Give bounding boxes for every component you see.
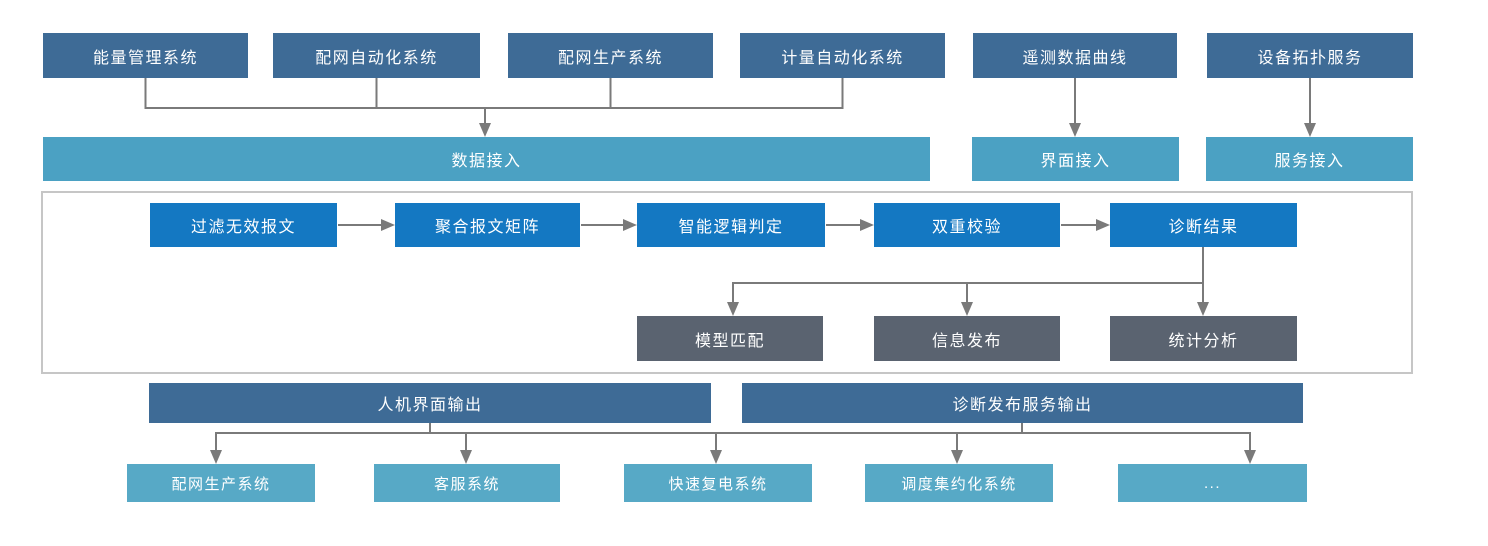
consumer-box-more: ... [1118, 464, 1307, 502]
pipeline-box-double-verification: 双重校验 [874, 203, 1060, 247]
pipeline-box-aggregate-message-matrix: 聚合报文矩阵 [395, 203, 580, 247]
pipeline-box-diagnosis-result: 诊断结果 [1110, 203, 1297, 247]
source-box-distribution-production-system: 配网生产系统 [508, 33, 713, 78]
source-box-metering-automation-system: 计量自动化系统 [740, 33, 945, 78]
pipeline-box-intelligent-logic-judgment: 智能逻辑判定 [637, 203, 825, 247]
source-box-device-topology-service: 设备拓扑服务 [1207, 33, 1413, 78]
consumer-box-dispatch-centralized-system: 调度集约化系统 [865, 464, 1053, 502]
result-box-statistical-analysis: 统计分析 [1110, 316, 1297, 361]
consumer-box-fast-power-restoration-system: 快速复电系统 [624, 464, 812, 502]
source-box-telemetry-data-curve: 遥测数据曲线 [973, 33, 1177, 78]
pipeline-box-filter-invalid-messages: 过滤无效报文 [150, 203, 337, 247]
result-box-info-publishing: 信息发布 [874, 316, 1060, 361]
source-box-distribution-automation-system: 配网自动化系统 [273, 33, 480, 78]
consumer-box-customer-service-system: 客服系统 [374, 464, 560, 502]
data-access-connector-tree [144, 78, 844, 137]
consumer-box-distribution-production-system: 配网生产系统 [127, 464, 315, 502]
result-box-model-matching: 模型匹配 [637, 316, 823, 361]
output-branch-tree [210, 423, 1256, 464]
access-box-service-access: 服务接入 [1206, 137, 1413, 181]
access-box-data-access: 数据接入 [43, 137, 930, 181]
output-box-diagnosis-publish-service-output: 诊断发布服务输出 [742, 383, 1303, 423]
output-box-hmi-output: 人机界面输出 [149, 383, 711, 423]
access-box-ui-access: 界面接入 [972, 137, 1179, 181]
source-box-energy-management-system: 能量管理系统 [43, 33, 248, 78]
